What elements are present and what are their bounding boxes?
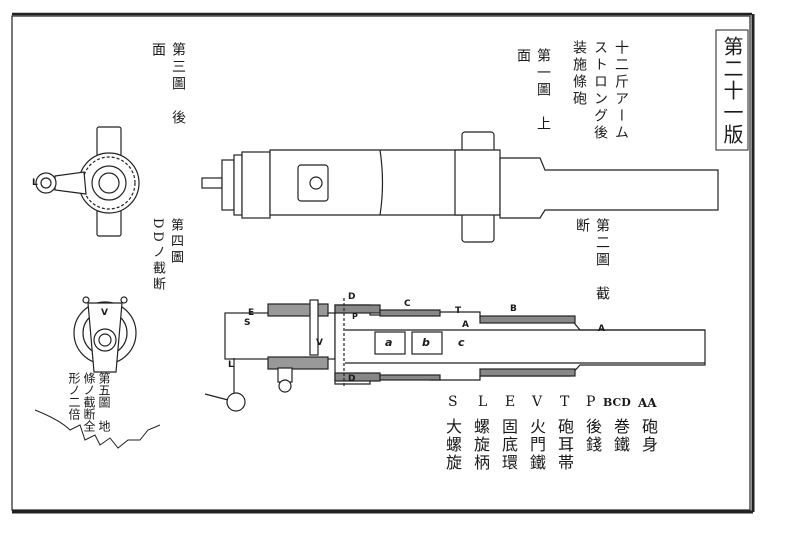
fig4-dd-section xyxy=(73,296,137,373)
legend-key-BCD: BCD xyxy=(603,396,631,409)
legend-meaning-P: 後錢 xyxy=(583,418,602,454)
legend-meaning-E: 固底環 xyxy=(499,418,518,472)
label-P: P xyxy=(352,312,358,321)
label-V-section: V xyxy=(316,338,323,348)
plate-frame xyxy=(11,12,755,514)
legend-key-P: P xyxy=(586,394,596,410)
fig5-caption: 第五圖 地條ノ截断全形ノ二倍 xyxy=(67,372,111,432)
legend-meaning-L: 螺旋柄 xyxy=(471,418,490,472)
fig1-caption: 第一圖 上面 xyxy=(515,48,551,133)
legend-meaning-BCD: 巻鐵 xyxy=(611,418,630,454)
fig2-section-cannon xyxy=(204,298,706,412)
legend-key-S: S xyxy=(448,394,458,410)
label-T: T xyxy=(455,306,462,316)
label-b: b xyxy=(422,336,430,349)
label-D-bottom: D xyxy=(348,374,356,384)
label-A-muzzle: A xyxy=(598,324,605,334)
fig1-top-view-cannon xyxy=(201,131,719,243)
legend-meaning-S: 大螺旋 xyxy=(443,418,462,472)
legend-key-T: T xyxy=(560,394,570,410)
legend-key-AA: AA xyxy=(638,396,657,410)
legend-key-L: L xyxy=(478,394,488,410)
legend-key-E: E xyxy=(505,394,516,410)
plate-title: 十二斤アームストロング後装施條砲 xyxy=(571,40,629,142)
label-c: c xyxy=(458,336,465,349)
label-A-inner: A xyxy=(462,320,469,330)
fig3-rear-view xyxy=(35,126,140,237)
label-S: S xyxy=(244,318,251,328)
legend-key-V: V xyxy=(532,394,543,410)
legend-meaning-T: 砲耳帯 xyxy=(555,418,574,472)
fig2-caption: 第二圖 截断 xyxy=(574,218,610,303)
label-V-fig4: V xyxy=(101,308,108,318)
label-L-section: L xyxy=(228,360,234,370)
label-L-fig3: L xyxy=(32,178,38,188)
fig5-rifling-profile xyxy=(34,409,161,449)
label-D-top: D xyxy=(348,292,356,302)
plate-number: 第二十一版 xyxy=(720,36,744,146)
label-a: a xyxy=(385,336,393,349)
label-E: E xyxy=(248,308,255,318)
label-B: B xyxy=(510,304,517,314)
legend-meaning-V: 火門鐵 xyxy=(527,418,546,472)
fig4-caption: 第四圖 DDノ截断 xyxy=(150,218,183,293)
label-C: C xyxy=(404,299,411,309)
legend-meaning-AA: 砲身 xyxy=(639,418,658,454)
fig3-caption: 第三圖 後面 xyxy=(150,42,186,127)
